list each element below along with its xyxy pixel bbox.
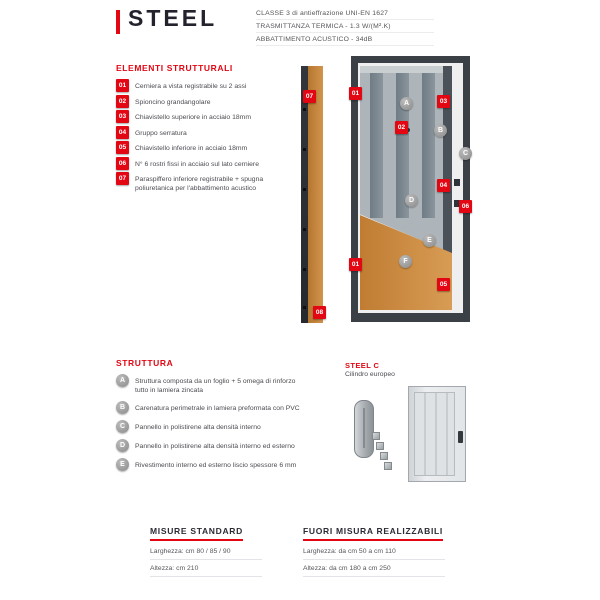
list-item: 03 Chiavistello superiore in acciaio 18m… <box>116 110 301 123</box>
letter-badge-c: C <box>459 147 472 160</box>
rostro-pin <box>303 228 306 231</box>
leaf-top-rail <box>360 66 452 73</box>
number-badge: 07 <box>116 172 129 185</box>
rostro-pin <box>303 108 306 111</box>
letter-badge: B <box>116 401 129 415</box>
list-item: A Struttura composta da un foglio + 5 om… <box>116 374 316 395</box>
cylinder-pin <box>372 432 380 440</box>
letter-badge: D <box>116 439 129 453</box>
letter-badge: C <box>116 420 129 434</box>
item-label: Pannello in polistirene alta densità int… <box>135 424 261 432</box>
callout-badge-bolt-top: 03 <box>437 95 450 108</box>
cylinder-pin <box>380 452 388 460</box>
elementi-strutturali-list: 01 Cerniera a vista registrabile su 2 as… <box>116 79 301 196</box>
number-badge: 05 <box>116 141 129 154</box>
misure-row-altezza: Altezza: da cm 180 a cm 250 <box>303 560 445 577</box>
callout-badge-peephole: 02 <box>395 121 408 134</box>
number-badge: 01 <box>116 79 129 92</box>
rostro-pin <box>303 148 306 151</box>
list-item: 04 Gruppo serratura <box>116 125 301 139</box>
page-title: STEEL <box>128 5 218 31</box>
letter-badge-d: D <box>405 194 418 207</box>
peephole-icon <box>406 128 410 132</box>
omega-reinforcement <box>370 73 383 218</box>
letter-badge-f: F <box>399 255 412 268</box>
item-label: N° 6 rostri fissi in acciaio sul lato ce… <box>135 160 259 168</box>
letter-badge: A <box>116 374 129 387</box>
door-handle-icon <box>458 431 463 443</box>
item-label: Gruppo serratura <box>135 129 187 137</box>
list-item: B Carenatura perimetrale in lamiera pref… <box>116 401 316 415</box>
number-badge: 03 <box>116 110 129 123</box>
lock-bolt <box>454 200 460 207</box>
list-item: 02 Spioncino grandangolare <box>116 94 301 108</box>
spec-trasmittanza: TRASMITTANZA TERMICA - 1.3 W/(M².K) <box>256 20 434 33</box>
letter-badge-a: A <box>400 97 413 110</box>
list-item: 06 N° 6 rostri fissi in acciaio sul lato… <box>116 156 301 170</box>
item-label: Paraspiffero inferiore registrabile + sp… <box>135 176 264 193</box>
item-label: Chiavistello inferiore in acciaio 18mm <box>135 145 248 152</box>
item-label: Carenatura perimetrale in lamiera prefor… <box>135 405 300 413</box>
list-item: 01 Cerniera a vista registrabile su 2 as… <box>116 79 301 92</box>
struttura-heading: STRUTTURA <box>116 358 174 368</box>
spec-list: CLASSE 3 di antieffrazione UNI-EN 1627 T… <box>256 7 434 46</box>
elementi-strutturali-heading: ELEMENTI STRUTTURALI <box>116 63 233 73</box>
item-label: Rivestimento interno ed esterno liscio s… <box>135 462 297 470</box>
door-diagram <box>351 56 470 322</box>
number-badge: 02 <box>116 94 129 108</box>
letter-badge-e: E <box>423 234 436 247</box>
list-item: C Pannello in polistirene alta densità i… <box>116 420 316 434</box>
rostro-pin <box>303 188 306 191</box>
callout-badge-hinge-top: 01 <box>349 87 362 100</box>
callout-badge-bolt-bottom: 05 <box>437 278 450 291</box>
misure-row-altezza: Altezza: cm 210 <box>150 560 262 577</box>
rostro-pin <box>303 306 306 309</box>
door-edge-wood <box>308 66 323 323</box>
letter-badge: E <box>116 458 129 472</box>
misure-standard-heading: MISURE STANDARD <box>150 526 243 541</box>
door-panel-grooves <box>414 392 455 476</box>
euro-cylinder-illustration <box>346 396 398 478</box>
rostro-pin <box>303 268 306 271</box>
title-accent-bar <box>116 10 120 34</box>
item-label: Cerniera a vista registrabile su 2 assi <box>135 83 247 90</box>
callout-badge-08: 08 <box>313 306 326 319</box>
steel-c-title: STEEL C <box>345 361 380 370</box>
item-label: Chiavistello superiore in acciaio 18mm <box>135 114 251 121</box>
fuori-misura-heading: FUORI MISURA REALIZZABILI <box>303 526 443 541</box>
callout-badge-07: 07 <box>303 90 316 103</box>
door-edge-steel <box>301 66 308 323</box>
door-edge-illustration <box>301 66 323 323</box>
number-badge: 06 <box>116 156 129 170</box>
cylinder-slot <box>363 408 365 448</box>
item-label: Struttura composta da un foglio + 5 omeg… <box>135 378 296 395</box>
item-label: Pannello in polistirene alta densità int… <box>135 443 295 451</box>
cylinder-pin <box>384 462 392 470</box>
spec-acustico: ABBATTIMENTO ACUSTICO - 34dB <box>256 33 434 46</box>
list-item: 07 Paraspiffero inferiore registrabile +… <box>116 172 301 193</box>
misure-standard-column: MISURE STANDARD Larghezza: cm 80 / 85 / … <box>150 526 262 577</box>
letter-badge-b: B <box>434 124 447 137</box>
lock-bolt <box>454 179 460 186</box>
misure-row-larghezza: Larghezza: da cm 50 a cm 110 <box>303 543 445 560</box>
door-panel-illustration <box>408 386 466 482</box>
omega-reinforcement <box>422 73 435 218</box>
fuori-misura-column: FUORI MISURA REALIZZABILI Larghezza: da … <box>303 526 445 577</box>
spec-antieffrazione: CLASSE 3 di antieffrazione UNI-EN 1627 <box>256 7 434 20</box>
misure-row-larghezza: Larghezza: cm 80 / 85 / 90 <box>150 543 262 560</box>
callout-badge-lock: 04 <box>437 179 450 192</box>
list-item: D Pannello in polistirene alta densità i… <box>116 439 316 453</box>
item-label: Spioncino grandangolare <box>135 98 211 106</box>
list-item: E Rivestimento interno ed esterno liscio… <box>116 458 316 472</box>
list-item: 05 Chiavistello inferiore in acciaio 18m… <box>116 141 301 154</box>
cylinder-pin <box>376 442 384 450</box>
number-badge: 04 <box>116 125 129 139</box>
steel-c-subtitle: Cilindro europeo <box>345 371 395 378</box>
callout-badge-rostri: 06 <box>459 200 472 213</box>
callout-badge-hinge-bottom: 01 <box>349 258 362 271</box>
struttura-list: A Struttura composta da un foglio + 5 om… <box>116 374 316 477</box>
